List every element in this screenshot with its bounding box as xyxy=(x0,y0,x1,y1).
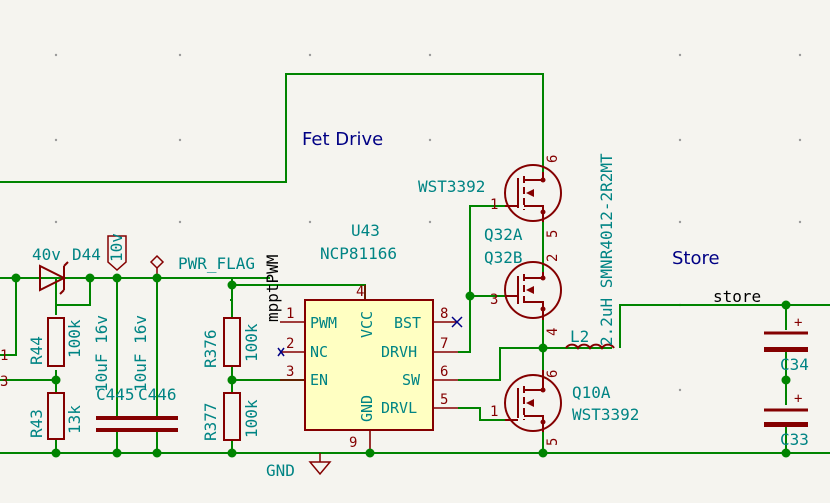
c446-ref: C446 xyxy=(138,385,177,404)
u43-pin-vcc: VCC xyxy=(358,311,376,338)
edge-label-3: 3 xyxy=(0,374,8,390)
l2-inductor xyxy=(565,343,615,350)
u43-pin5-num: 5 xyxy=(440,392,448,408)
c445-cap xyxy=(96,416,138,432)
junctions xyxy=(11,273,791,458)
u43-pin-gnd: GND xyxy=(358,395,376,422)
c33-cap xyxy=(764,408,808,427)
c446-cap xyxy=(137,416,178,432)
q32a-pin-top: 6 xyxy=(545,155,561,163)
u43-pin-bst: BST xyxy=(394,314,421,332)
u43-pin3-num: 3 xyxy=(286,364,294,380)
net-label-mpptpwm: mpptPWM xyxy=(263,255,282,322)
net-label-gnd: GND xyxy=(266,461,295,480)
u43-pin8-num: 8 xyxy=(440,306,448,322)
q32a-pin-bot: 5 xyxy=(545,230,561,238)
r377-ref: R377 xyxy=(201,402,220,441)
net-label-pwr-flag: PWR_FLAG xyxy=(178,254,255,273)
c34-cap xyxy=(764,331,808,352)
r44-ref: R44 xyxy=(27,336,46,365)
c33-plus: + xyxy=(794,391,802,407)
c445-value: 10uF 16v xyxy=(92,315,111,392)
u43-pin1-num: 1 xyxy=(286,306,294,322)
r376-ref: R376 xyxy=(201,329,220,368)
nc-mark-nc xyxy=(277,347,285,357)
u43-pin-nc: NC xyxy=(310,343,328,361)
q32a-ref: Q32A xyxy=(484,225,523,244)
q10a-value: WST3392 xyxy=(572,405,639,424)
q32a-pin-gate: 1 xyxy=(490,197,498,213)
wire-store xyxy=(619,304,830,348)
net-label-store: store xyxy=(713,287,761,306)
pwr-flag-symbol xyxy=(149,254,165,270)
c446-value: 10uF 16v xyxy=(131,315,150,392)
q32a-value: WST3392 xyxy=(418,177,485,196)
q10a-mosfet xyxy=(504,370,562,432)
d44-value: 40v xyxy=(32,245,61,264)
q32b-pin-gate: 3 xyxy=(490,292,498,308)
r43-value: 13k xyxy=(65,405,84,434)
u43-pin-sw: SW xyxy=(402,371,421,389)
r377-value: 100k xyxy=(242,399,261,438)
net-label-10v-box xyxy=(107,235,127,272)
gnd-symbol xyxy=(308,453,332,476)
nc-mark-bst xyxy=(451,316,463,328)
wire-drvh xyxy=(458,205,505,353)
c34-plus: + xyxy=(794,315,802,331)
c34-ref: C34 xyxy=(780,355,809,374)
q32b-mosfet xyxy=(504,261,562,320)
d44-diode xyxy=(39,261,69,295)
annotation-fet-drive: Fet Drive xyxy=(302,129,383,150)
u43-body xyxy=(304,299,434,431)
q10a-ref: Q10A xyxy=(572,383,611,402)
r43-ref: R43 xyxy=(27,409,46,438)
u43-pin6-num: 6 xyxy=(440,364,448,380)
q32a-mosfet xyxy=(504,164,562,222)
q10a-pin-bot: 5 xyxy=(545,438,561,446)
u43-pin4-num: 4 xyxy=(356,284,364,300)
u43-value: NCP81166 xyxy=(320,244,397,263)
wire-left-net xyxy=(0,278,17,356)
r377-body xyxy=(223,392,241,441)
q32b-pin-top: 2 xyxy=(545,254,561,262)
edge-label-1: 1 xyxy=(0,348,8,364)
u43-pin-drvh: DRVH xyxy=(381,343,417,361)
q10a-pin-top: 6 xyxy=(545,370,561,378)
d44-ref: D44 xyxy=(72,245,101,264)
r376-value: 100k xyxy=(242,323,261,362)
grid-dots xyxy=(54,53,802,392)
wire-drvl xyxy=(458,407,505,421)
u43-pin-pwm: PWM xyxy=(310,314,337,332)
r44-body xyxy=(47,317,65,367)
u43-pin-drvl: DRVL xyxy=(381,399,417,417)
r43-body xyxy=(47,392,65,440)
wire-sw xyxy=(458,347,543,381)
net-label-10v: 10v xyxy=(107,233,126,262)
q32b-pin-bot: 4 xyxy=(545,328,561,336)
l2-value: 2.2uH SMNR4012-2R2MT xyxy=(597,153,616,346)
u43-pin9-num: 9 xyxy=(349,435,357,451)
annotation-store: Store xyxy=(672,248,720,269)
c445-ref: C445 xyxy=(96,385,135,404)
r44-value: 100k xyxy=(65,319,84,358)
u43-pin-en: EN xyxy=(310,371,328,389)
u43-pin2-num: 2 xyxy=(286,336,294,352)
u43-pin7-num: 7 xyxy=(440,336,448,352)
wire-vcc-pin xyxy=(232,284,366,300)
r376-body xyxy=(223,317,241,367)
wire-fet-drive xyxy=(0,73,544,183)
q32b-ref: Q32B xyxy=(484,248,523,267)
u43-ref: U43 xyxy=(351,221,380,240)
l2-ref: L2 xyxy=(570,327,589,346)
q10a-pin-gate: 1 xyxy=(490,404,498,420)
c33-ref: C33 xyxy=(780,430,809,449)
